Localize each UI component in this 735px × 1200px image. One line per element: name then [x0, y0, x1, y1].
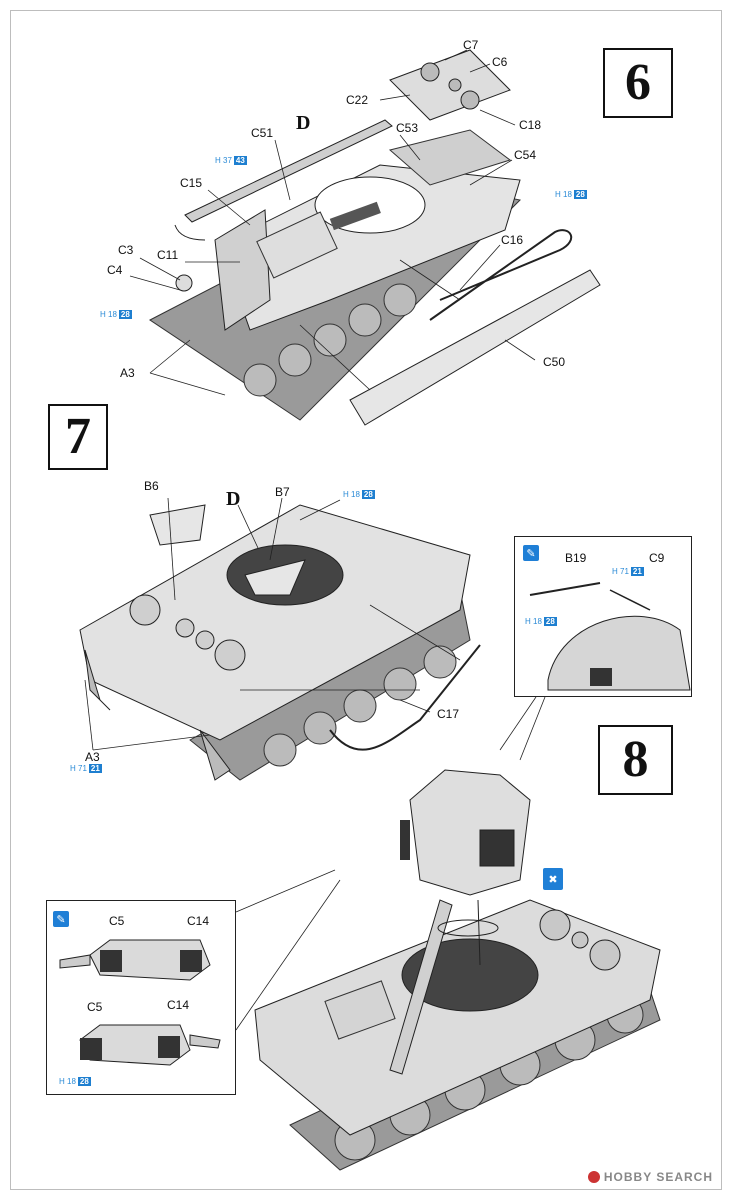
part-b19: B19	[565, 551, 587, 565]
paint-prefix: H	[343, 490, 349, 499]
paint-code: 28	[118, 310, 132, 319]
part-c51: C51	[251, 126, 274, 140]
part-c22: C22	[346, 93, 369, 107]
no-cement-icon: ✖	[543, 868, 563, 890]
paint-num: 18	[351, 490, 360, 499]
step7-d-mark: D	[226, 488, 241, 510]
part-c50: C50	[543, 355, 566, 369]
paint-code: 28	[77, 1077, 91, 1086]
part-b7: B7	[275, 485, 290, 499]
paint-prefix: H	[70, 764, 76, 773]
paint-prefix: H	[100, 310, 106, 319]
part-c15: C15	[180, 176, 203, 190]
hobby-search-logo-icon	[587, 1171, 600, 1183]
step-7-box: 7	[48, 404, 108, 470]
paint-prefix: H	[555, 190, 561, 199]
paint-code: 28	[361, 490, 375, 499]
part-c14-top: C14	[187, 914, 210, 928]
part-a3-step6: A3	[120, 366, 135, 380]
paint-prefix: H	[612, 567, 618, 576]
paint-prefix: H	[215, 156, 221, 165]
paint-brush-icon: ✎	[523, 545, 539, 561]
step-6-box: 6	[603, 48, 673, 118]
paint-num: 18	[533, 617, 542, 626]
part-c5-bottom: C5	[87, 1000, 103, 1014]
part-c54: C54	[514, 148, 537, 162]
paint-code: 21	[88, 764, 102, 773]
paint-code: 28	[543, 617, 557, 626]
paint-num: 18	[67, 1077, 76, 1086]
part-a3-step7: A3	[85, 750, 100, 764]
step-8-number: 8	[622, 731, 649, 788]
paint-num: 71	[78, 764, 87, 773]
part-c5-top: C5	[109, 914, 125, 928]
step-8-box: 8	[598, 725, 673, 795]
paint-code: 21	[630, 567, 644, 576]
step-7-number: 7	[65, 408, 91, 465]
part-c7: C7	[463, 38, 479, 52]
paint-num: 18	[108, 310, 117, 319]
part-c9: C9	[649, 551, 665, 565]
part-c18: C18	[519, 118, 542, 132]
paint-brush-icon: ✎	[53, 911, 69, 927]
watermark-text: HOBBY SEARCH	[603, 1170, 713, 1184]
part-c14-bottom: C14	[167, 998, 190, 1012]
part-c4: C4	[107, 263, 123, 277]
part-b6: B6	[144, 479, 159, 493]
paint-num: 18	[563, 190, 572, 199]
paint-code: 28	[573, 190, 587, 199]
paint-num: 37	[223, 156, 232, 165]
step-6-number: 6	[625, 54, 651, 111]
paint-code: 43	[233, 156, 247, 165]
watermark: HOBBY SEARCH	[587, 1170, 713, 1184]
part-c16: C16	[501, 233, 524, 247]
part-c6: C6	[492, 55, 508, 69]
page-border	[10, 10, 722, 1190]
paint-prefix: H	[59, 1077, 65, 1086]
step6-d-mark: D	[296, 112, 311, 134]
part-c3: C3	[118, 243, 134, 257]
part-c17: C17	[437, 707, 460, 721]
part-c11: C11	[157, 248, 179, 262]
paint-prefix: H	[525, 617, 531, 626]
part-c53: C53	[396, 121, 419, 135]
paint-num: 71	[620, 567, 629, 576]
